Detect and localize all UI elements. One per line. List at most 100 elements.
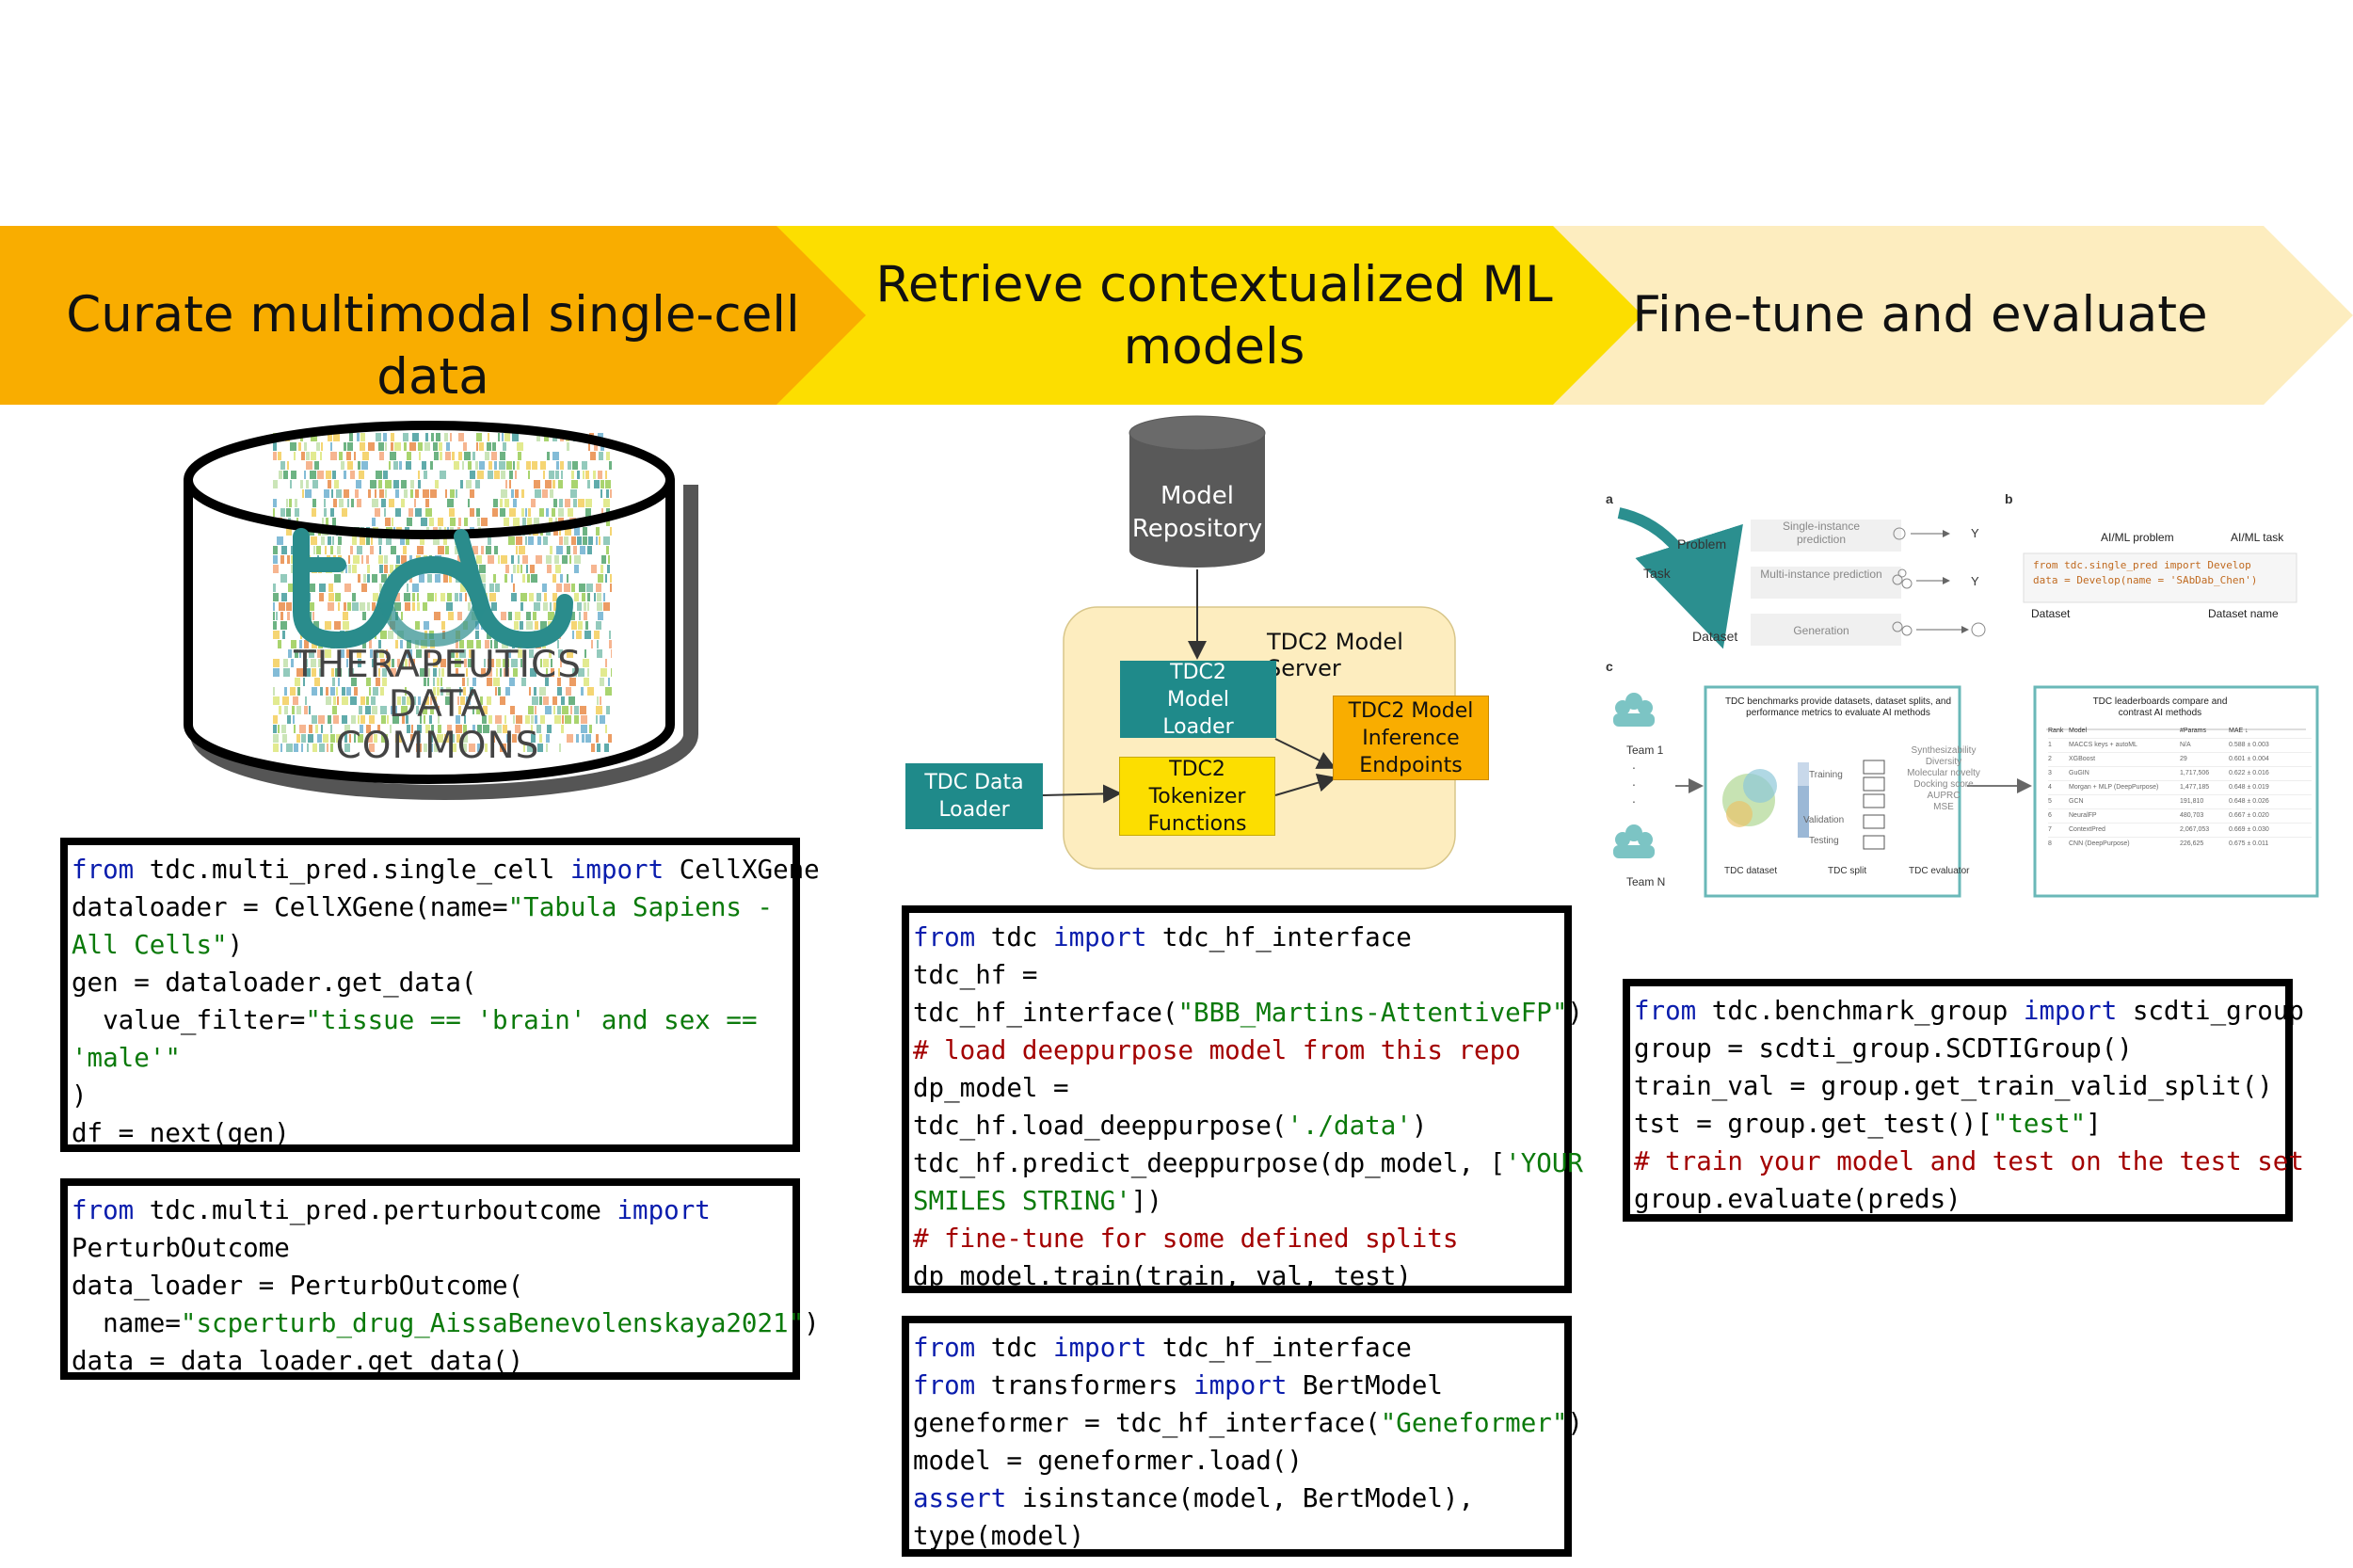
benchmark-figure: · · ·	[1613, 507, 2319, 898]
code-line: from transformers import BertModel	[913, 1370, 1443, 1400]
repository-line1: Model	[1160, 482, 1235, 510]
logo-text-line2: DATA COMMONS	[335, 683, 540, 767]
problem-label: Problem	[1677, 536, 1727, 552]
code-line: from tdc.multi_pred.perturboutcome impor…	[72, 1195, 711, 1225]
tdc-dataset-label: TDC dataset	[1724, 866, 1778, 876]
code-line: tdc_hf.load_deeppurpose('./data')	[913, 1111, 1428, 1141]
leaderboard-title: TDC leaderboards compare and contrast AI…	[2092, 696, 2228, 718]
tdc2-inference-box: TDC2 Model Inference Endpoints	[1333, 696, 1489, 780]
svg-text:·: ·	[1632, 776, 1637, 792]
metric-item: Molecular novelty	[1907, 768, 1980, 778]
panel-b-label: b	[2005, 491, 2013, 506]
code-line: model = geneformer.load()	[913, 1446, 1303, 1476]
leaderboard-cell: 1	[2048, 742, 2052, 748]
tdc-evaluator-label: TDC evaluator	[1909, 866, 1970, 876]
leaderboard-cell: CNN (DeepPurpose)	[2069, 840, 2130, 847]
y1-label: Y	[1971, 526, 1979, 540]
team-1-icon	[1613, 693, 1655, 727]
code-line: group.evaluate(preds)	[1634, 1184, 1961, 1214]
banner-step1-shape	[0, 226, 866, 405]
leaderboard-cell: NeuralFP	[2069, 812, 2097, 819]
code-line: data_loader = PerturbOutcome(	[72, 1271, 524, 1301]
leaderboard-cell: 29	[2180, 756, 2187, 762]
tdc-logo-icon	[293, 528, 573, 649]
leaderboard-cell: Model	[2069, 728, 2088, 734]
dataset-label: Dataset	[1692, 629, 1738, 644]
code-line: assert isinstance(model, BertModel),	[913, 1483, 1475, 1513]
metric-item: Synthesizability	[1911, 745, 1977, 756]
leaderboard-cell: Rank	[2048, 728, 2064, 734]
server-title: TDC2 Model Server	[1267, 629, 1403, 681]
validation-label: Validation	[1803, 815, 1845, 825]
banner-step2-line1: Retrieve contextualized ML	[875, 256, 1553, 313]
task-label: Task	[1643, 566, 1671, 581]
leaderboard-cell: 8	[2048, 840, 2052, 847]
leaderboard-cell: 7	[2048, 826, 2052, 833]
code-line: name="scperturb_drug_AissaBenevolenskaya…	[72, 1308, 820, 1338]
code-line: group = scdti_group.SCDTIGroup()	[1634, 1033, 2133, 1064]
code-line: from tdc.multi_pred.single_cell import C…	[72, 855, 820, 885]
aiml-task-label: AI/ML task	[2231, 531, 2284, 544]
banner-step3-shape	[1525, 226, 2353, 405]
banner-step2-line2: models	[1123, 318, 1305, 376]
svg-text:·: ·	[1632, 760, 1637, 775]
leaderboard-cell: 2	[2048, 756, 2052, 762]
metric-item: AUPRC	[1927, 791, 1961, 801]
code-line: from tdc.benchmark_group import scdti_gr…	[1634, 996, 2304, 1026]
leaderboard-cell: 0.675 ± 0.011	[2229, 840, 2269, 847]
leaderboard-cell: 4	[2048, 784, 2052, 791]
benchmarks-title: TDC benchmarks provide datasets, dataset…	[1724, 696, 1952, 718]
code-line: df = next(gen)	[72, 1118, 290, 1148]
dataset-name-label: Dataset name	[2208, 607, 2279, 620]
testing-label: Testing	[1809, 836, 1839, 846]
banner-step1-label: Curate multimodal single-cell data	[66, 286, 800, 406]
training-label: Training	[1809, 770, 1843, 780]
leaderboard-panel	[2033, 685, 2319, 898]
leaderboard-cell: 0.667 ± 0.020	[2229, 812, 2269, 819]
code-line: gen = dataloader.get_data(	[72, 968, 477, 998]
code-line: All Cells")	[72, 930, 244, 960]
leaderboard-cell: 0.588 ± 0.003	[2229, 742, 2269, 748]
leaderboard-cell: 480,703	[2180, 812, 2204, 819]
tdc-split-label: TDC split	[1828, 866, 1867, 876]
code-line: tdc_hf =	[913, 960, 1038, 990]
team-n-icon	[1613, 824, 1655, 858]
leaderboard-cell: 1,717,506	[2180, 770, 2210, 776]
tdc-data-loader-box: TDC Data Loader	[905, 763, 1043, 829]
code-line: 'male'"	[72, 1043, 181, 1073]
logo-text-line1: THERAPEUTICS	[293, 644, 582, 686]
code-line: data = data_loader.get_data()	[72, 1346, 524, 1376]
y2-label: Y	[1971, 574, 1979, 588]
leaderboard-cell: Morgan + MLP (DeepPurpose)	[2069, 784, 2159, 791]
leaderboard-cell: ContextPred	[2069, 826, 2105, 833]
code-block-benchmark-group: from tdc.benchmark_group import scdti_gr…	[1623, 979, 2304, 1222]
code-line: value_filter="tissue == 'brain' and sex …	[72, 1005, 758, 1035]
leaderboard-cell: 191,810	[2180, 798, 2204, 805]
code-line: type(model)	[913, 1521, 1085, 1551]
code-line: dp_model.train(train, val, test)	[913, 1261, 1412, 1291]
repository-line2: Repository	[1131, 515, 1263, 543]
code-line: dp_model =	[913, 1073, 1069, 1103]
code-line: geneformer = tdc_hf_interface("Geneforme…	[913, 1408, 1583, 1438]
banner-step3-label: Fine-tune and evaluate	[1632, 286, 2208, 344]
code-line: # fine-tune for some defined splits	[913, 1224, 1459, 1254]
leaderboard-cell: MACCS keys + autoML	[2069, 742, 2137, 748]
panel-a-label: a	[1606, 491, 1613, 506]
code-line: )	[72, 1080, 88, 1111]
leaderboard-cell: 0.648 ± 0.026	[2229, 798, 2269, 805]
code-line: from tdc import tdc_hf_interface	[913, 1333, 1412, 1363]
code-line: tdc_hf_interface("BBB_Martins-AttentiveF…	[913, 998, 1583, 1028]
generation-label: Generation	[1793, 624, 1849, 637]
code-block-perturboutcome: from tdc.multi_pred.perturboutcome impor…	[60, 1178, 820, 1380]
code-line: # load deeppurpose model from this repo	[913, 1035, 1521, 1065]
team-1-label: Team 1	[1626, 744, 1664, 757]
dataset-b-label: Dataset	[2031, 607, 2071, 620]
